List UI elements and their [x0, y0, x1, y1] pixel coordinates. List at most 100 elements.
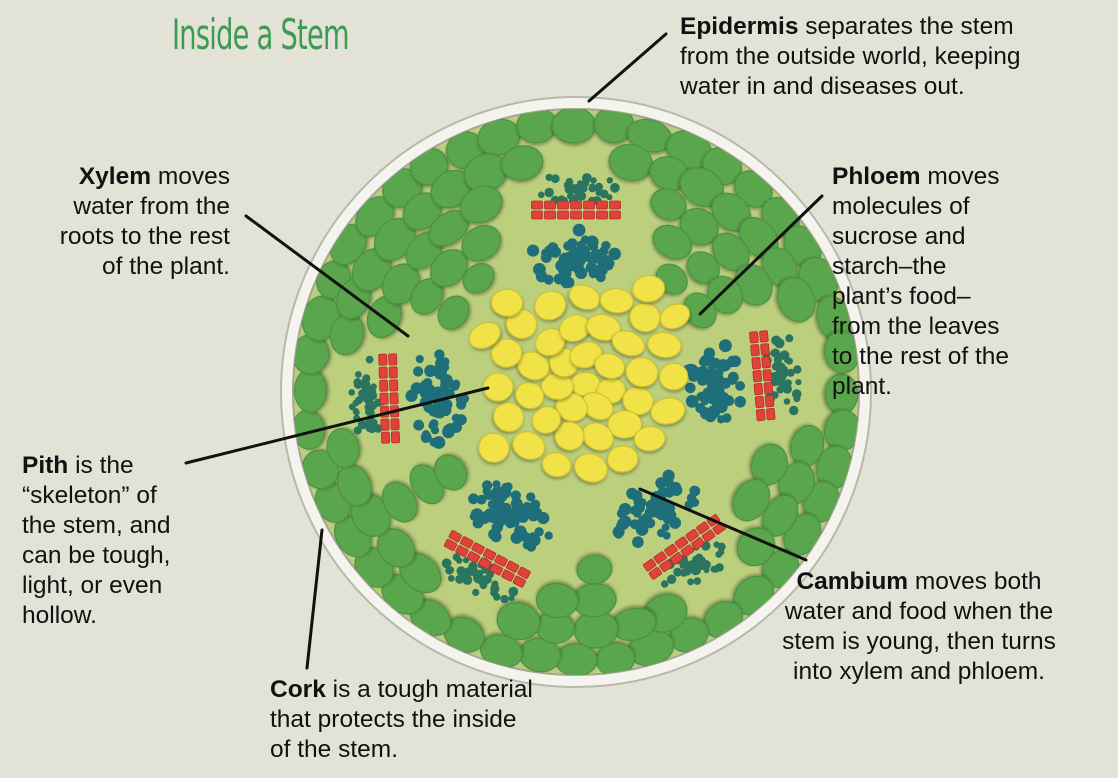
xylem-cell [549, 246, 561, 258]
cambium-text-3: stem is young, then turns [734, 627, 1104, 657]
phloem-cell [458, 573, 467, 582]
xylem-cell [632, 536, 644, 548]
cambium-cell [763, 369, 772, 381]
phloem-cell [448, 575, 455, 582]
xylem-text-1: moves [158, 163, 230, 190]
xylem-cell [441, 357, 450, 366]
cambium-cell [558, 211, 569, 219]
xylem-cell [413, 366, 423, 376]
xylem-cell [492, 480, 500, 488]
cambium-cell [571, 211, 582, 219]
cambium-cell [753, 370, 762, 382]
phloem-cell [785, 334, 793, 342]
phloem-cell [366, 424, 374, 432]
xylem-cell [587, 253, 599, 265]
phloem-cell [571, 185, 580, 194]
xylem-cell [536, 271, 548, 283]
xylem-cell [577, 251, 585, 259]
xylem-cell [413, 420, 424, 431]
xylem-cell [421, 432, 432, 443]
phloem-cell [694, 577, 702, 585]
phloem-cell [493, 593, 501, 601]
cambium-cell [759, 331, 768, 343]
xylem-cell [727, 375, 737, 385]
phloem-cell [500, 595, 508, 603]
phloem-term: Phloem [832, 163, 921, 190]
phloem-text-3: sucrose and [832, 222, 1102, 252]
phloem-text-6: from the leaves [832, 312, 1102, 342]
phloem-cell [715, 563, 724, 572]
cambium-cell [762, 356, 771, 368]
cambium-cell [391, 432, 399, 443]
phloem-cell [362, 383, 371, 392]
xylem-cell [526, 492, 535, 501]
xylem-cell [666, 484, 675, 493]
xylem-text-3: roots to the rest [14, 222, 230, 252]
phloem-text-5: plant’s food– [832, 282, 1102, 312]
epidermis-label: Epidermis separates the stem from the ou… [680, 12, 1100, 102]
phloem-text-8: plant. [832, 372, 1102, 402]
xylem-cell [451, 421, 462, 432]
xylem-cell [452, 414, 461, 423]
cambium-cell [597, 201, 608, 209]
cambium-cell [532, 211, 543, 219]
xylem-cell [511, 490, 521, 500]
phloem-cell [694, 559, 702, 567]
xylem-cell [510, 532, 522, 544]
xylem-cell [428, 421, 437, 430]
xylem-cell [527, 245, 539, 257]
cambium-cell [756, 409, 765, 421]
phloem-cell [610, 183, 620, 193]
cambium-text-4: into xylem and phloem. [734, 657, 1104, 687]
xylem-cell [483, 487, 491, 495]
cambium-cell [379, 367, 387, 378]
xylem-label: Xylem moves water from the roots to the … [14, 162, 230, 282]
xylem-cell [606, 259, 614, 267]
phloem-cell [456, 557, 463, 564]
cork-label: Cork is a tough material that protects t… [270, 675, 590, 765]
cork-text-1: is a tough material [333, 676, 533, 703]
cambium-cell [389, 367, 397, 378]
xylem-cell [722, 413, 731, 422]
phloem-cell [348, 389, 355, 396]
cambium-cell [751, 344, 760, 356]
phloem-cell [784, 357, 791, 364]
phloem-cell [718, 543, 726, 551]
xylem-cell [471, 508, 484, 521]
cambium-cell [545, 201, 556, 209]
phloem-cell [701, 560, 710, 569]
phloem-cell [355, 371, 362, 378]
cambium-cell [380, 393, 388, 404]
xylem-cell [663, 532, 671, 540]
cambium-cell [755, 396, 764, 408]
xylem-cell [719, 339, 732, 352]
xylem-cell [734, 396, 746, 408]
xylem-cell [595, 264, 604, 273]
cambium-cell [597, 211, 608, 219]
phloem-cell [687, 578, 694, 585]
phloem-cell [594, 184, 602, 192]
diagram-title: Inside a Stem [172, 10, 349, 59]
cambium-label: Cambium moves both water and food when t… [734, 567, 1104, 687]
cambium-cell [749, 331, 758, 343]
phloem-cell [792, 389, 802, 399]
phloem-cell [581, 179, 589, 187]
xylem-text-2: water from the [14, 192, 230, 222]
cork-cell [556, 644, 597, 676]
xylem-cell [558, 272, 569, 283]
cambium-cell [379, 354, 387, 365]
epidermis-text-2: from the outside world, keeping [680, 42, 1100, 72]
pith-text-3: the stem, and [22, 511, 222, 541]
xylem-cell [517, 511, 529, 523]
xylem-cell [633, 509, 642, 518]
phloem-cell [365, 407, 374, 416]
xylem-cell [708, 360, 718, 370]
cambium-cell [532, 201, 543, 209]
xylem-term: Xylem [79, 163, 151, 190]
epidermis-text-1: separates the stem [805, 13, 1013, 40]
xylem-cell [687, 493, 697, 503]
cambium-cell [545, 211, 556, 219]
xylem-cell [577, 241, 585, 249]
pith-text-2: “skeleton” of [22, 481, 222, 511]
pith-term: Pith [22, 452, 68, 479]
